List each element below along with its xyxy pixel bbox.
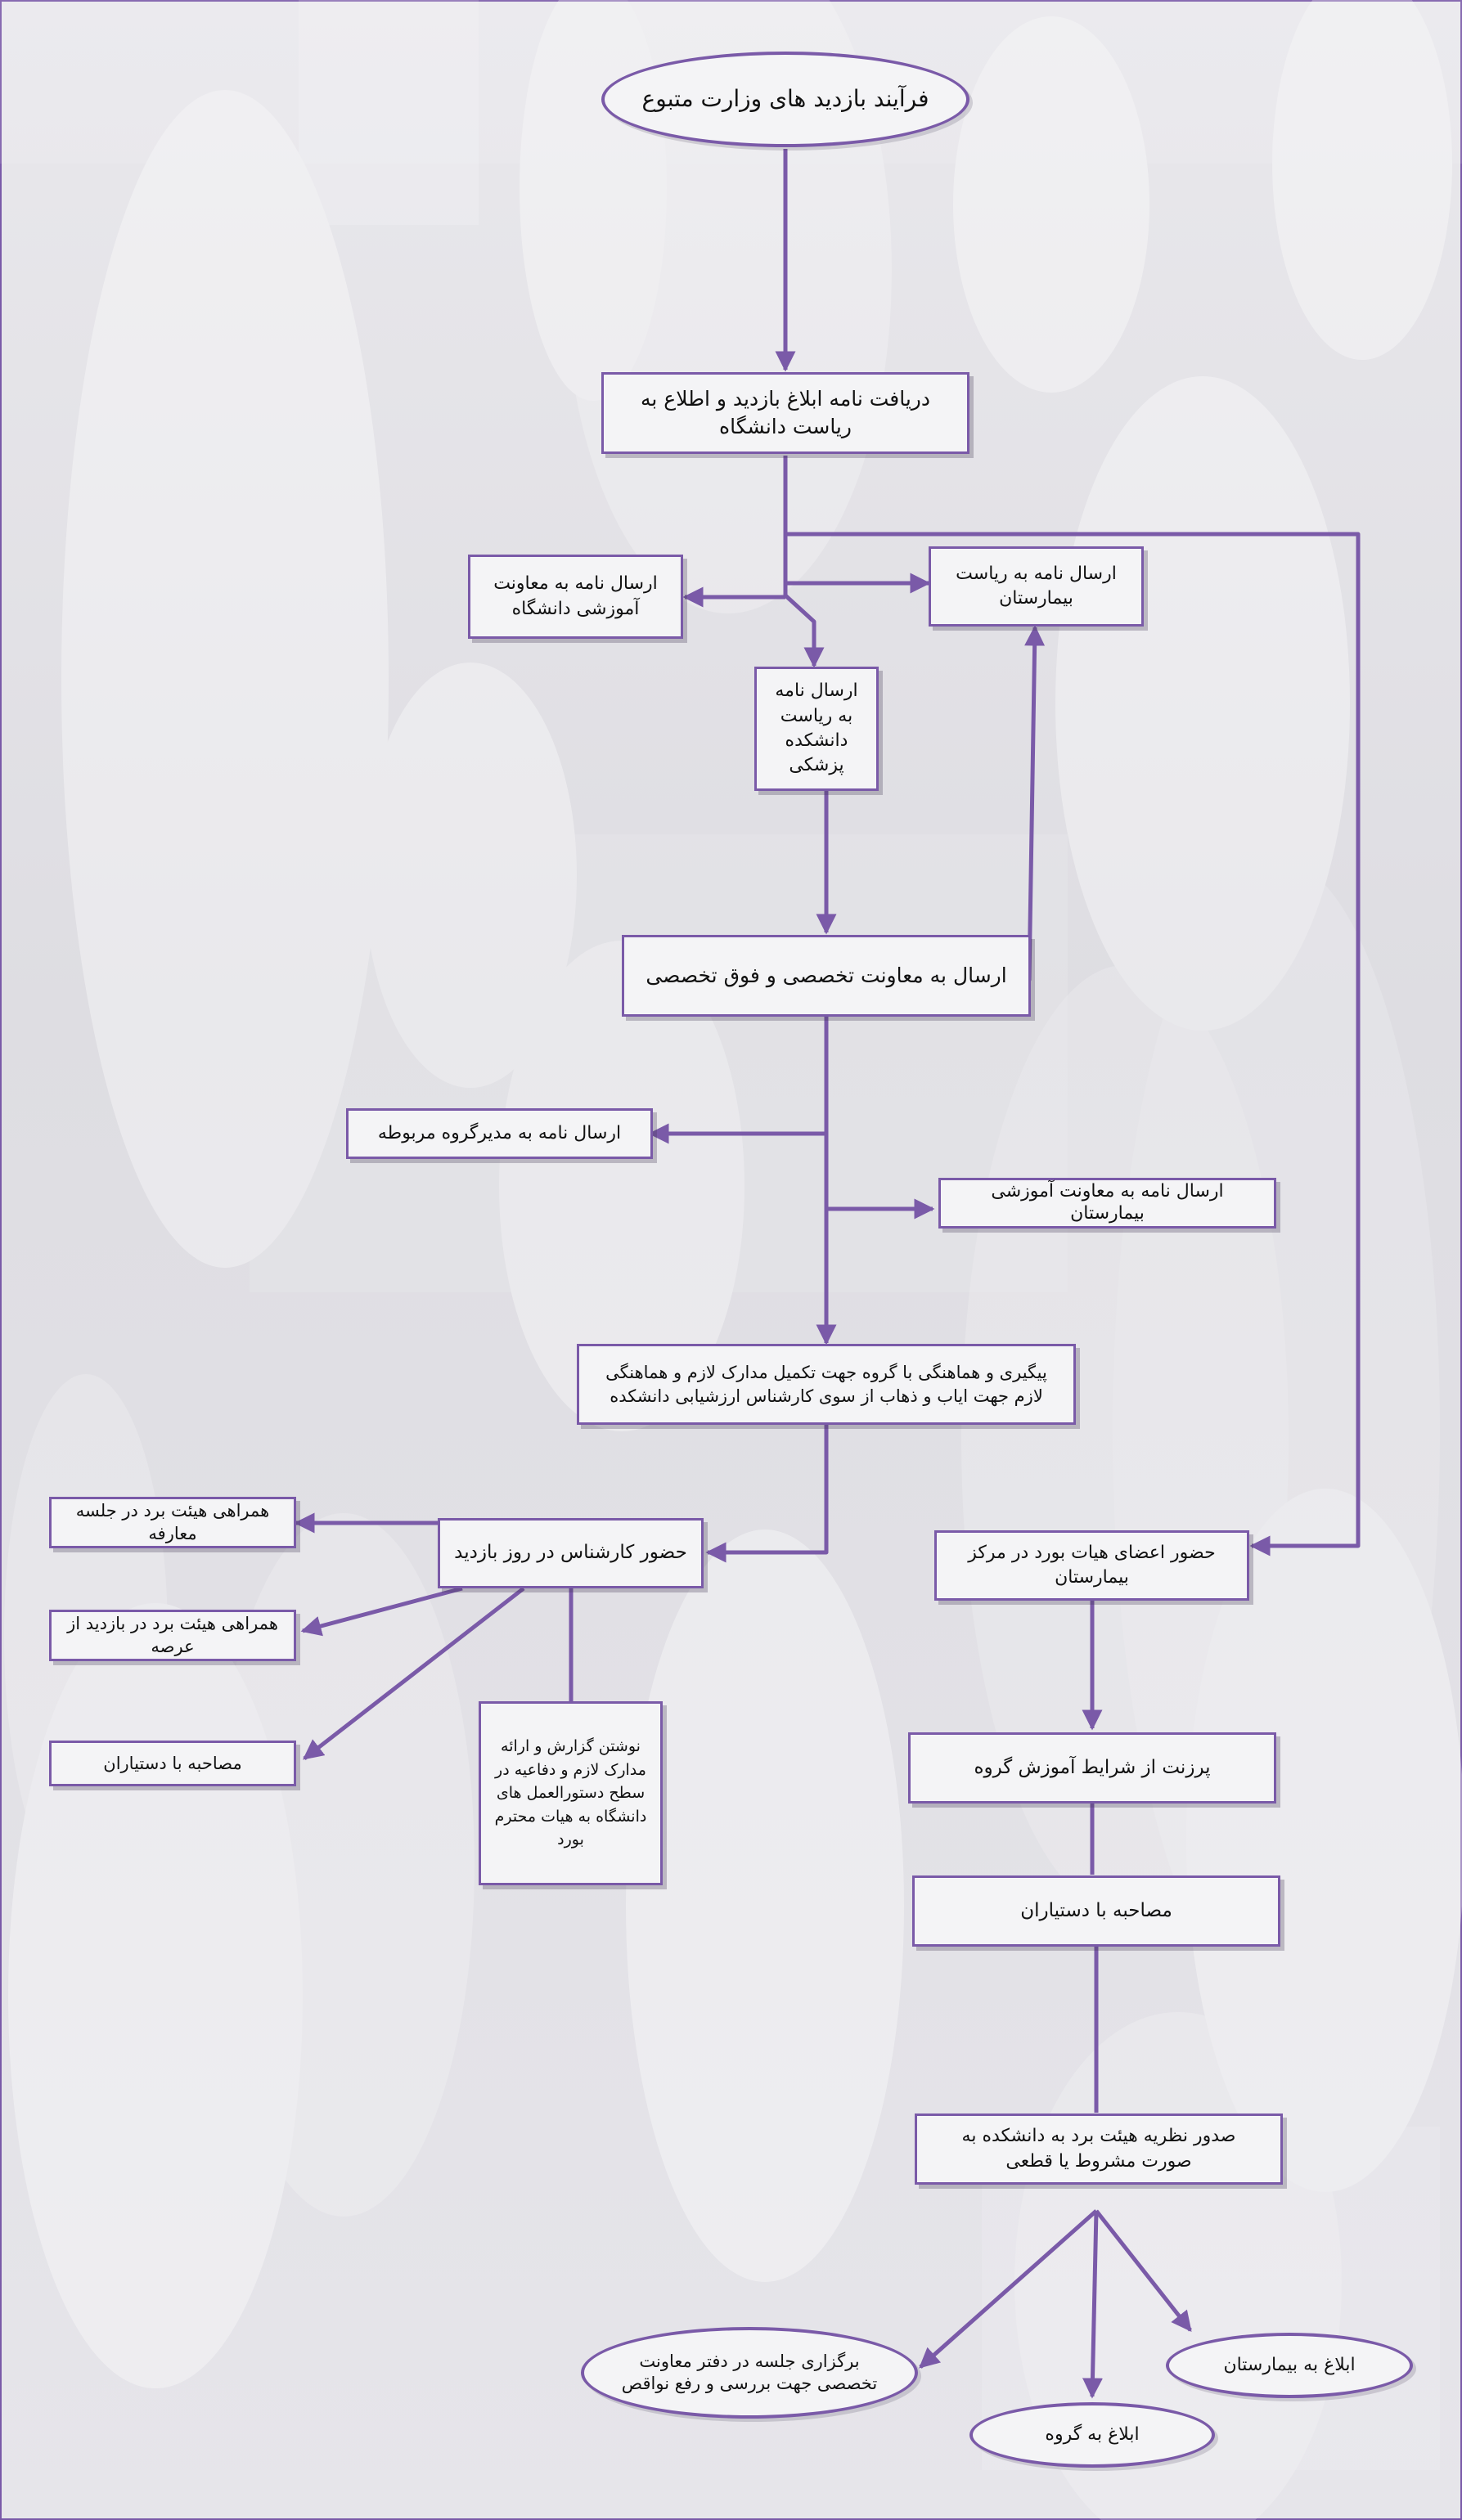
node-board-presence: حضور اعضای هیات بورد در مرکز بیمارستان [934,1530,1249,1601]
node-specialty-deputy: ارسال به معاونت تخصصی و فوق تخصصی [622,935,1031,1017]
node-letter-group-manager: ارسال نامه به مدیرگروه مربوطه [346,1108,653,1159]
node-letter-edu-deputy: ارسال نامه به معاونت آموزشی دانشگاه [468,555,683,639]
connector-receive-trunk [783,456,825,668]
arrow-expert-to-site [300,1586,463,1637]
node-letter-medical-school: ارسال نامه به ریاست دانشکده پزشکی [754,667,879,791]
node-accompany-meeting: همراهی هیئت برد در جلسه معارفه [49,1497,296,1548]
node-interview-left: مصاحبه با دستیاران [49,1741,296,1786]
arrow-expert-to-interview [303,1587,525,1760]
arrow-followup-to-expert [705,1425,829,1563]
node-letter-hospital-edu-deputy: ارسال نامه به معاونت آموزشی بیمارستان [938,1178,1276,1229]
node-expert-presence: حضور کارشناس در روز بازدید [438,1518,704,1588]
node-write-report: نوشتن گزارش و ارائه مدارک لازم و دفاعیه … [479,1701,663,1885]
node-receive-letter: دریافت نامه ابلاغ بازدید و اطلاع به ریاس… [601,372,969,454]
node-accompany-site: همراهی هیئت برد در بازدید از عرصه [49,1610,296,1661]
node-notify-group: ابلاغ به گروه [969,2402,1215,2468]
arrow-opinion-to-hospital [1095,2209,1192,2332]
node-notify-hospital: ابلاغ به بیمارستان [1166,2333,1413,2398]
node-followup: پیگیری و هماهنگی با گروه جهت تکمیل مدارک… [577,1344,1076,1425]
node-meeting-office: برگزاری جلسه در دفتر معاونت تخصصی جهت بر… [581,2327,918,2419]
node-board-opinion: صدور نظریه هیئت برد به دانشکده به صورت م… [915,2113,1283,2185]
arrow-specialty-to-hospital-head [1019,625,1046,982]
arrow-opinion-to-group [1082,2210,1103,2399]
start-node: فرآیند بازدید های وزارت متبوع [601,52,969,147]
arrow-opinion-to-meeting [919,2209,1098,2369]
node-presentation: پرزنت از شرایط آموزش گروه [908,1732,1276,1804]
node-letter-hospital-head: ارسال نامه به ریاست بیمارستان [929,546,1144,627]
arrow-to-board-presence [785,532,1361,1556]
node-interview-right: مصاحبه با دستیاران [912,1875,1280,1947]
